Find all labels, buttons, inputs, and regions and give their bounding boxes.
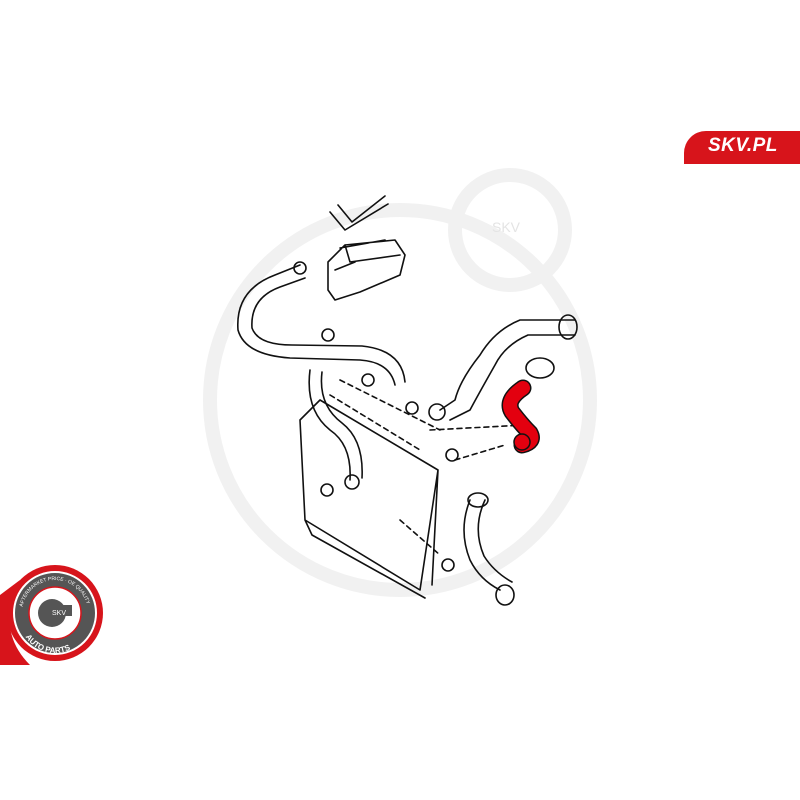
highlighted-radiator-hose — [501, 379, 540, 454]
skv-logo: SKV.PL — [708, 135, 778, 156]
badge-center-text: SKV — [52, 610, 66, 617]
vent-hose — [329, 195, 389, 231]
upper-right-hose — [439, 319, 576, 421]
lower-right-hose — [463, 499, 513, 591]
radiator — [299, 399, 439, 599]
watermark-text: SKV — [492, 219, 521, 235]
watermark-gear — [203, 168, 597, 597]
lower-left-hose — [308, 369, 363, 481]
expansion-tank — [327, 239, 406, 301]
upper-left-hose — [237, 264, 406, 386]
skv-auto-parts-badge: SKV AFTERMARKET PRICE · OE QUALITY AUTO … — [0, 565, 103, 665]
logo-tab — [684, 131, 800, 164]
